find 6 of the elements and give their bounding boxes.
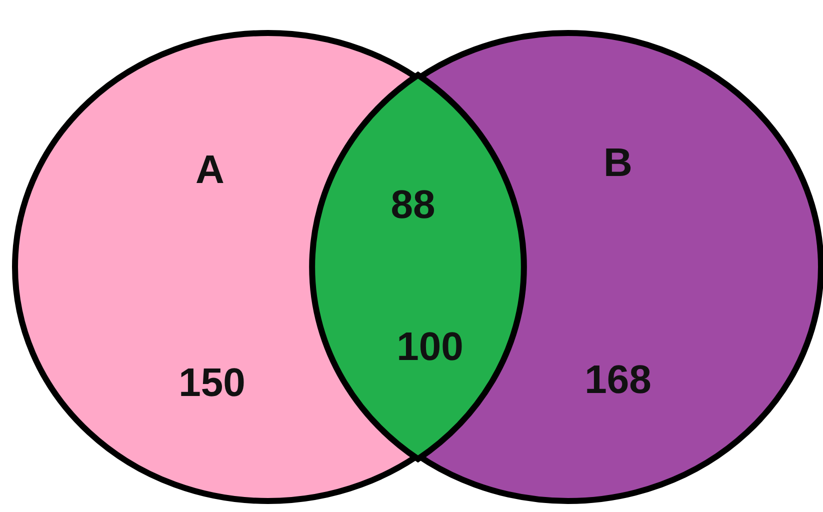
set-label: A xyxy=(196,150,224,190)
count-label: 88 xyxy=(390,185,436,225)
count-label: 100 xyxy=(396,327,464,367)
set-label: B xyxy=(604,143,632,183)
count-label: 150 xyxy=(178,363,246,403)
count-label: 168 xyxy=(584,360,652,400)
